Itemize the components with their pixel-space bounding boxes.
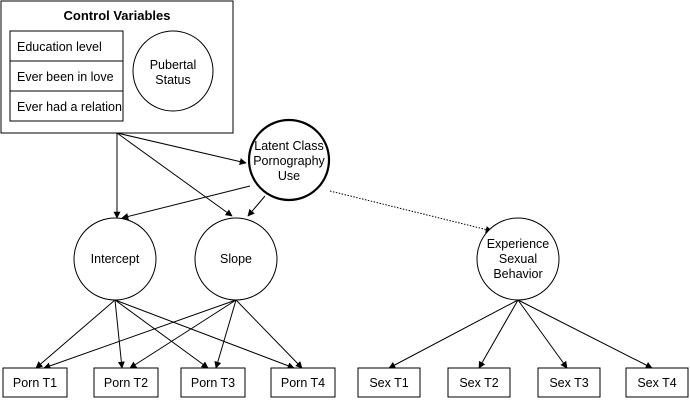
latent-class-circle — [247, 118, 331, 202]
edge-slope-to-porn-t3 — [214, 299, 237, 369]
edge-control-to-slope — [116, 132, 233, 217]
sex-t1-label: Sex T1 — [369, 376, 408, 390]
latent-class-label-3: Use — [278, 169, 300, 183]
edge-intercept-to-porn-t1 — [35, 299, 116, 369]
latent-class-label-2: Pornography — [253, 154, 325, 168]
control-variables-title: Control Variables — [64, 8, 171, 23]
sex-t2-label: Sex T2 — [459, 376, 498, 390]
experience-label-3: Behavior — [493, 267, 542, 281]
slope-label: Slope — [220, 252, 252, 266]
control-item-relation: Ever had a relation — [17, 100, 122, 114]
sex-t4-label: Sex T4 — [637, 376, 676, 390]
intercept-node: Intercept — [73, 217, 157, 301]
edge-experience-to-sex-t4 — [517, 299, 653, 369]
edge-experience-to-sex-t2 — [478, 299, 519, 369]
pubertal-status-label-2: Status — [155, 73, 190, 87]
intercept-circle — [73, 217, 157, 301]
porn-t1-label: Porn T1 — [13, 376, 57, 390]
experience-label-2: Sexual — [499, 252, 537, 266]
porn-t2-label: Porn T2 — [104, 376, 148, 390]
edge-latent-class-to-intercept — [121, 185, 251, 220]
control-item-education: Education level — [17, 40, 102, 54]
edge-slope-to-porn-t1 — [43, 299, 237, 370]
pubertal-status-node — [132, 30, 214, 112]
porn-t3-label: Porn T3 — [191, 376, 235, 390]
edge-intercept-to-porn-t3 — [114, 299, 209, 369]
control-variables-box: Control Variables Education level Ever b… — [0, 0, 234, 134]
porn-t1-box — [2, 367, 68, 398]
porn-t4-label: Porn T4 — [281, 376, 325, 390]
porn-t2-box — [93, 367, 159, 398]
porn-t3-box — [180, 367, 246, 398]
experience-circle — [476, 217, 560, 301]
porn-indicators: Porn T1 Porn T2 Porn T3 Porn T4 — [2, 367, 336, 398]
porn-t4-box — [270, 367, 336, 398]
latent-class-label-1: Latent Class — [254, 139, 323, 153]
edge-layer — [35, 132, 653, 370]
slope-circle — [194, 217, 278, 301]
edge-slope-to-porn-t4 — [235, 299, 303, 369]
edge-experience-to-sex-t1 — [388, 299, 519, 369]
control-item-love: Ever been in love — [17, 70, 114, 84]
sex-t2-box — [447, 367, 511, 398]
experience-sexual-behavior-node: Experience Sexual Behavior — [476, 217, 560, 301]
sex-t1-box — [357, 367, 421, 398]
sex-indicators: Sex T1 Sex T2 Sex T3 Sex T4 — [357, 367, 689, 398]
slope-node: Slope — [194, 217, 278, 301]
latent-class-node: Latent Class Pornography Use — [247, 118, 331, 202]
control-item-box — [9, 90, 124, 122]
edge-experience-to-sex-t3 — [517, 299, 568, 369]
sex-t3-label: Sex T3 — [549, 376, 588, 390]
edge-intercept-to-porn-t2 — [114, 299, 125, 369]
pubertal-status-label-1: Pubertal — [150, 58, 197, 72]
experience-label-1: Experience — [487, 237, 550, 251]
sex-t3-box — [537, 367, 601, 398]
intercept-label: Intercept — [91, 252, 140, 266]
edge-intercept-to-porn-t4 — [114, 299, 295, 370]
sex-t4-box — [625, 367, 689, 398]
edge-slope-to-porn-t2 — [129, 299, 237, 369]
edge-latent-class-to-experience — [329, 190, 493, 233]
edge-latent-class-to-slope — [247, 195, 266, 217]
edge-control-to-latent-class — [116, 132, 247, 165]
